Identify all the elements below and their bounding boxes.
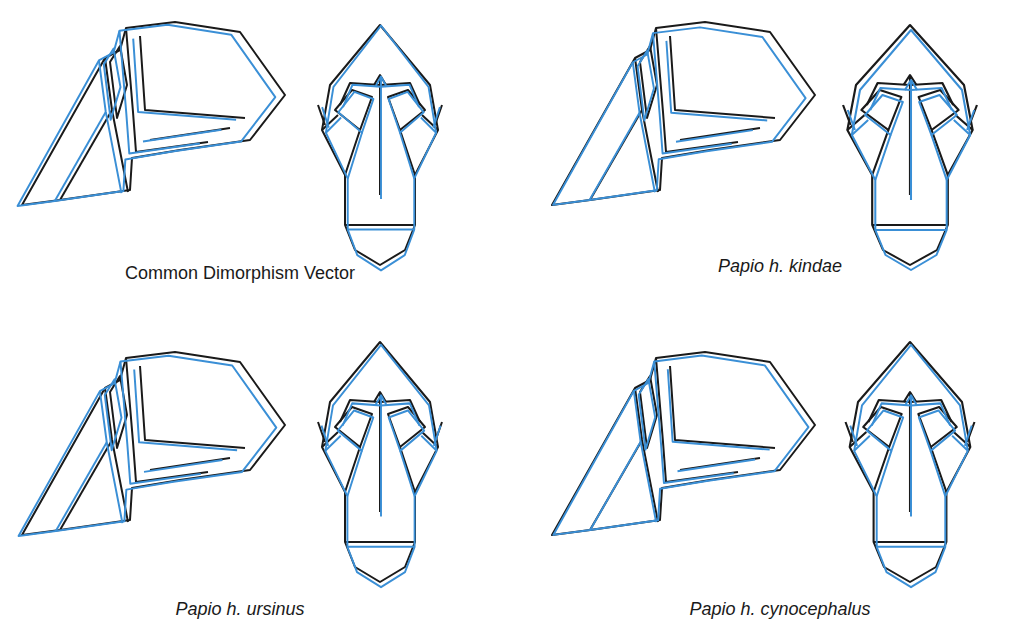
panel-label: Common Dimorphism Vector	[125, 262, 355, 284]
panel-label: Papio h. cynocephalus	[689, 598, 870, 620]
panel-label: Papio h. kindae	[718, 255, 842, 277]
panel-label: Papio h. ursinus	[175, 598, 304, 620]
